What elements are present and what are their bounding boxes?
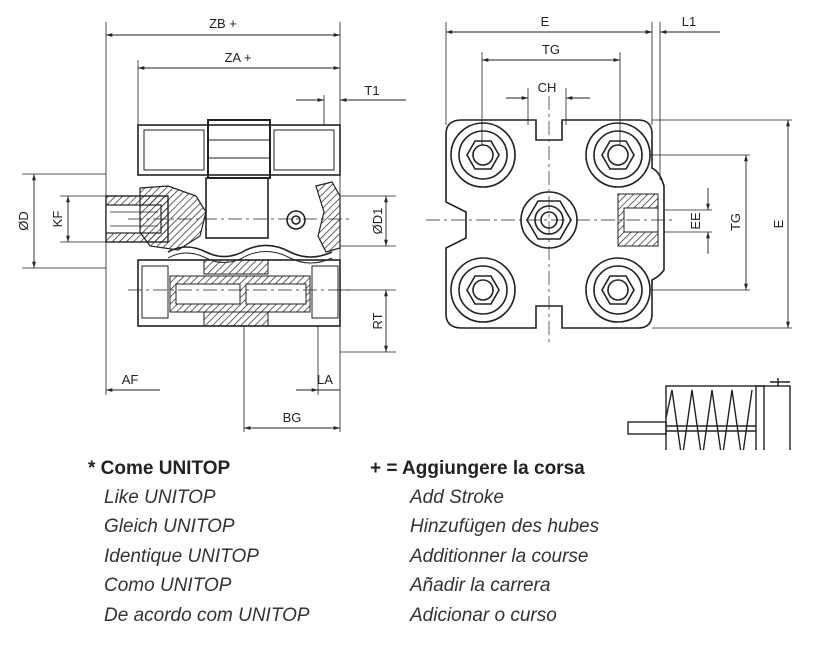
dim-tg-side: TG [728,213,743,231]
legend-stroke-en: Add Stroke [410,487,504,508]
legend-unitop-heading: * Come UNITOP [88,458,231,479]
dim-rt: RT [370,312,385,329]
dim-l1: L1 [682,14,696,29]
legend-unitop-en: Like UNITOP [104,487,216,508]
legend-unitop-es: Como UNITOP [104,575,232,597]
legend-stroke-de: Hinzufügen des hubes [410,516,600,538]
dim-tg-top: TG [542,42,560,57]
legend-unitop-fr: Identique UNITOP [104,545,259,567]
spring-return-symbol [627,378,791,450]
dim-bg: BG [283,410,302,425]
legend-stroke: + = Aggiungere la corsa Add Stroke Hinzu… [370,454,599,630]
legend-stroke-pt: Adicionar o curso [410,604,557,626]
legend-unitop: * Come UNITOP Like UNITOP Gleich UNITOP … [88,454,310,630]
dim-ee: EE [688,212,703,230]
dim-kf: KF [50,211,65,228]
legend-unitop-de: Gleich UNITOP [104,516,235,538]
side-section-view [22,22,396,432]
dim-za: ZA + [224,50,251,65]
dim-la: LA [317,372,333,387]
dim-d1: ØD1 [370,208,385,235]
legend-stroke-es: Añadir la carrera [410,575,551,597]
technical-drawing: ZB + ZA + T1 ØD KF ØD1 RT AF LA BG E L1 … [16,14,792,450]
dim-t1: T1 [364,83,379,98]
dim-e-top: E [541,14,550,29]
legend-unitop-pt: De acordo com UNITOP [104,604,310,626]
dim-zb: ZB + [209,16,237,31]
dim-ch: CH [538,80,557,95]
dim-af: AF [122,372,139,387]
front-view [426,22,792,342]
legend-stroke-heading: + = Aggiungere la corsa [370,458,585,479]
dim-e-side: E [771,219,786,228]
dim-d: ØD [16,211,31,231]
legend-stroke-fr: Additionner la course [410,545,589,567]
